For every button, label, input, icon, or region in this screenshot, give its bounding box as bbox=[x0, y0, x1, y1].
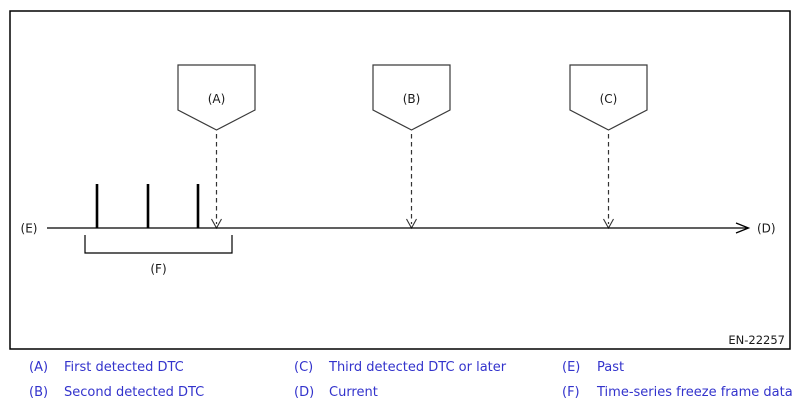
timeline-arrowhead bbox=[735, 222, 751, 234]
legend-text: Past bbox=[597, 360, 625, 375]
legend-item-a: (A) First detected DTC bbox=[29, 360, 184, 375]
legend-text: Third detected DTC or later bbox=[329, 360, 507, 375]
freeze-frame-ticks bbox=[95, 184, 200, 228]
marker-label-c: (C) bbox=[600, 92, 618, 106]
timeline-axis bbox=[47, 222, 751, 234]
legend-key: (A) bbox=[29, 360, 49, 375]
legend-key: (E) bbox=[562, 360, 581, 375]
marker-pentagon-a bbox=[177, 64, 256, 131]
legend-item-e: (E) Past bbox=[562, 360, 624, 375]
marker-label-a: (A) bbox=[208, 92, 226, 106]
legend-item-c: (C) Third detected DTC or later bbox=[294, 360, 506, 375]
legend-key: (D) bbox=[294, 385, 315, 400]
marker-pentagon-c bbox=[569, 64, 648, 131]
legend-text: First detected DTC bbox=[64, 360, 184, 375]
freeze-frame-bracket bbox=[84, 235, 233, 254]
dtc-timeline-diagram: (A) (B) (C) bbox=[9, 10, 791, 350]
legend-key: (B) bbox=[29, 385, 49, 400]
legend-item-b: (B) Second detected DTC bbox=[29, 385, 204, 400]
marker-label-b: (B) bbox=[403, 92, 421, 106]
legend-text: Time-series freeze frame data bbox=[597, 385, 793, 400]
timeline-left-label: (E) bbox=[21, 222, 38, 236]
legend-item-f: (F) Time-series freeze frame data bbox=[562, 385, 793, 400]
legend-key: (F) bbox=[562, 385, 580, 400]
figure-border bbox=[9, 10, 791, 350]
legend-text: Current bbox=[329, 385, 378, 400]
legend-text: Second detected DTC bbox=[64, 385, 205, 400]
legend-key: (C) bbox=[294, 360, 314, 375]
legend-item-d: (D) Current bbox=[294, 385, 378, 400]
figure-id: EN-22257 bbox=[728, 333, 785, 347]
timeline-right-label: (D) bbox=[757, 222, 776, 236]
marker-pentagon-b bbox=[372, 64, 451, 131]
bracket-label: (F) bbox=[150, 262, 166, 276]
